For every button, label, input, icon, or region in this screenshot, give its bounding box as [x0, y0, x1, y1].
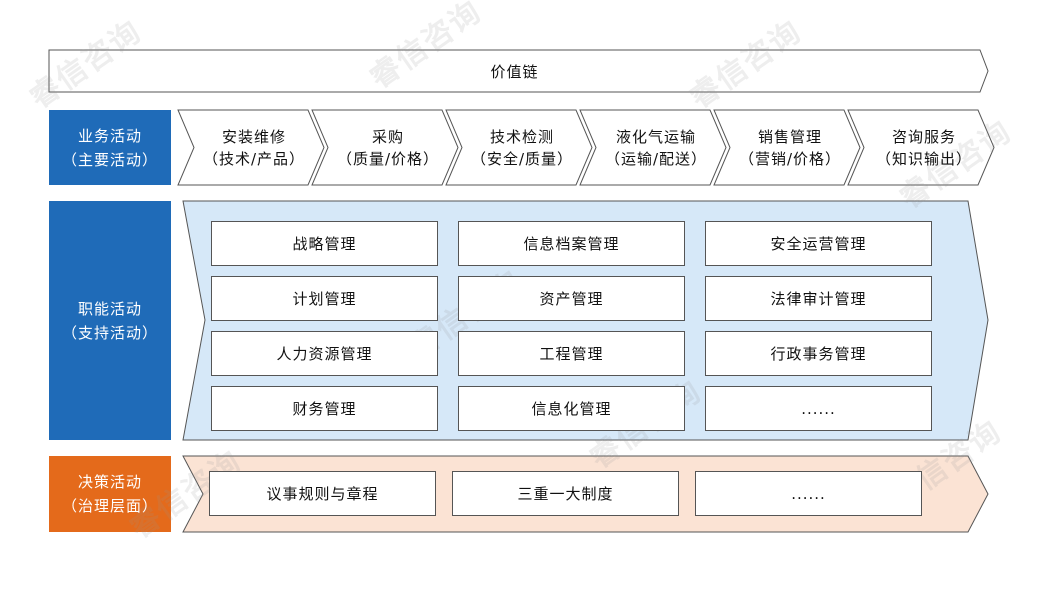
decision-item: 议事规则与章程 [209, 471, 436, 516]
primary-activity-chevron [445, 109, 593, 186]
decision-activities-label-box [49, 456, 171, 532]
support-item: 安全运营管理 [705, 221, 932, 266]
primary-activity-detail: （营销/价格） [738, 149, 842, 168]
support-item: ...... [705, 386, 932, 431]
support-item: 人力资源管理 [211, 331, 438, 376]
primary-activity-label: 销售管理 （营销/价格） [724, 110, 856, 185]
support-item: 行政事务管理 [705, 331, 932, 376]
primary-activity-label: 采购 （质量/价格） [322, 110, 454, 185]
value-chain-title-arrow [48, 49, 989, 93]
support-item: 战略管理 [211, 221, 438, 266]
support-item: 资产管理 [458, 276, 685, 321]
decision-item: ...... [695, 471, 922, 516]
support-item: 信息档案管理 [458, 221, 685, 266]
primary-activity-detail: （技术/产品） [202, 149, 306, 168]
support-item: 计划管理 [211, 276, 438, 321]
primary-activity-detail: （运输/配送） [604, 149, 708, 168]
support-activities-label-box [49, 201, 171, 440]
primary-label-line2: （主要活动） [61, 150, 158, 169]
primary-activity-chevron [311, 109, 459, 186]
primary-activity-chevron [579, 109, 727, 186]
primary-activity-name: 安装维修 [221, 127, 286, 146]
primary-activity-detail: （安全/质量） [470, 149, 574, 168]
primary-activities-label-box [49, 110, 171, 185]
primary-activity-chevron [177, 109, 325, 186]
primary-activity-name: 技术检测 [489, 127, 554, 146]
primary-activity-label: 技术检测 （安全/质量） [456, 110, 588, 185]
support-activities-label: 职能活动 （支持活动） [49, 201, 171, 440]
primary-activity-chevron [713, 109, 861, 186]
support-label-line2: （支持活动） [61, 323, 158, 342]
primary-activity-chevrons [177, 109, 995, 186]
primary-activity-label: 液化气运输 （运输/配送） [590, 110, 722, 185]
primary-activity-name: 采购 [371, 127, 404, 146]
support-item: 法律审计管理 [705, 276, 932, 321]
support-item: 信息化管理 [458, 386, 685, 431]
primary-activity-label: 安装维修 （技术/产品） [188, 110, 320, 185]
support-item: 财务管理 [211, 386, 438, 431]
value-chain-title: 价值链 [490, 62, 539, 81]
primary-activity-chevron [847, 109, 995, 186]
decision-item: 三重一大制度 [452, 471, 679, 516]
primary-activity-name: 咨询服务 [891, 127, 956, 146]
decision-activities-label: 决策活动 （治理层面） [49, 456, 171, 532]
primary-activity-label: 咨询服务 （知识输出） [858, 110, 990, 185]
primary-activities-label: 业务活动 （主要活动） [49, 110, 171, 185]
support-label-line1: 职能活动 [77, 299, 142, 318]
primary-activity-detail: （质量/价格） [336, 149, 440, 168]
primary-activity-name: 销售管理 [757, 127, 822, 146]
primary-activity-name: 液化气运输 [615, 127, 696, 146]
support-item: 工程管理 [458, 331, 685, 376]
decision-label-line1: 决策活动 [77, 473, 142, 491]
primary-activity-detail: （知识输出） [875, 149, 972, 168]
primary-label-line1: 业务活动 [77, 126, 142, 145]
decision-label-line2: （治理层面） [61, 497, 158, 515]
